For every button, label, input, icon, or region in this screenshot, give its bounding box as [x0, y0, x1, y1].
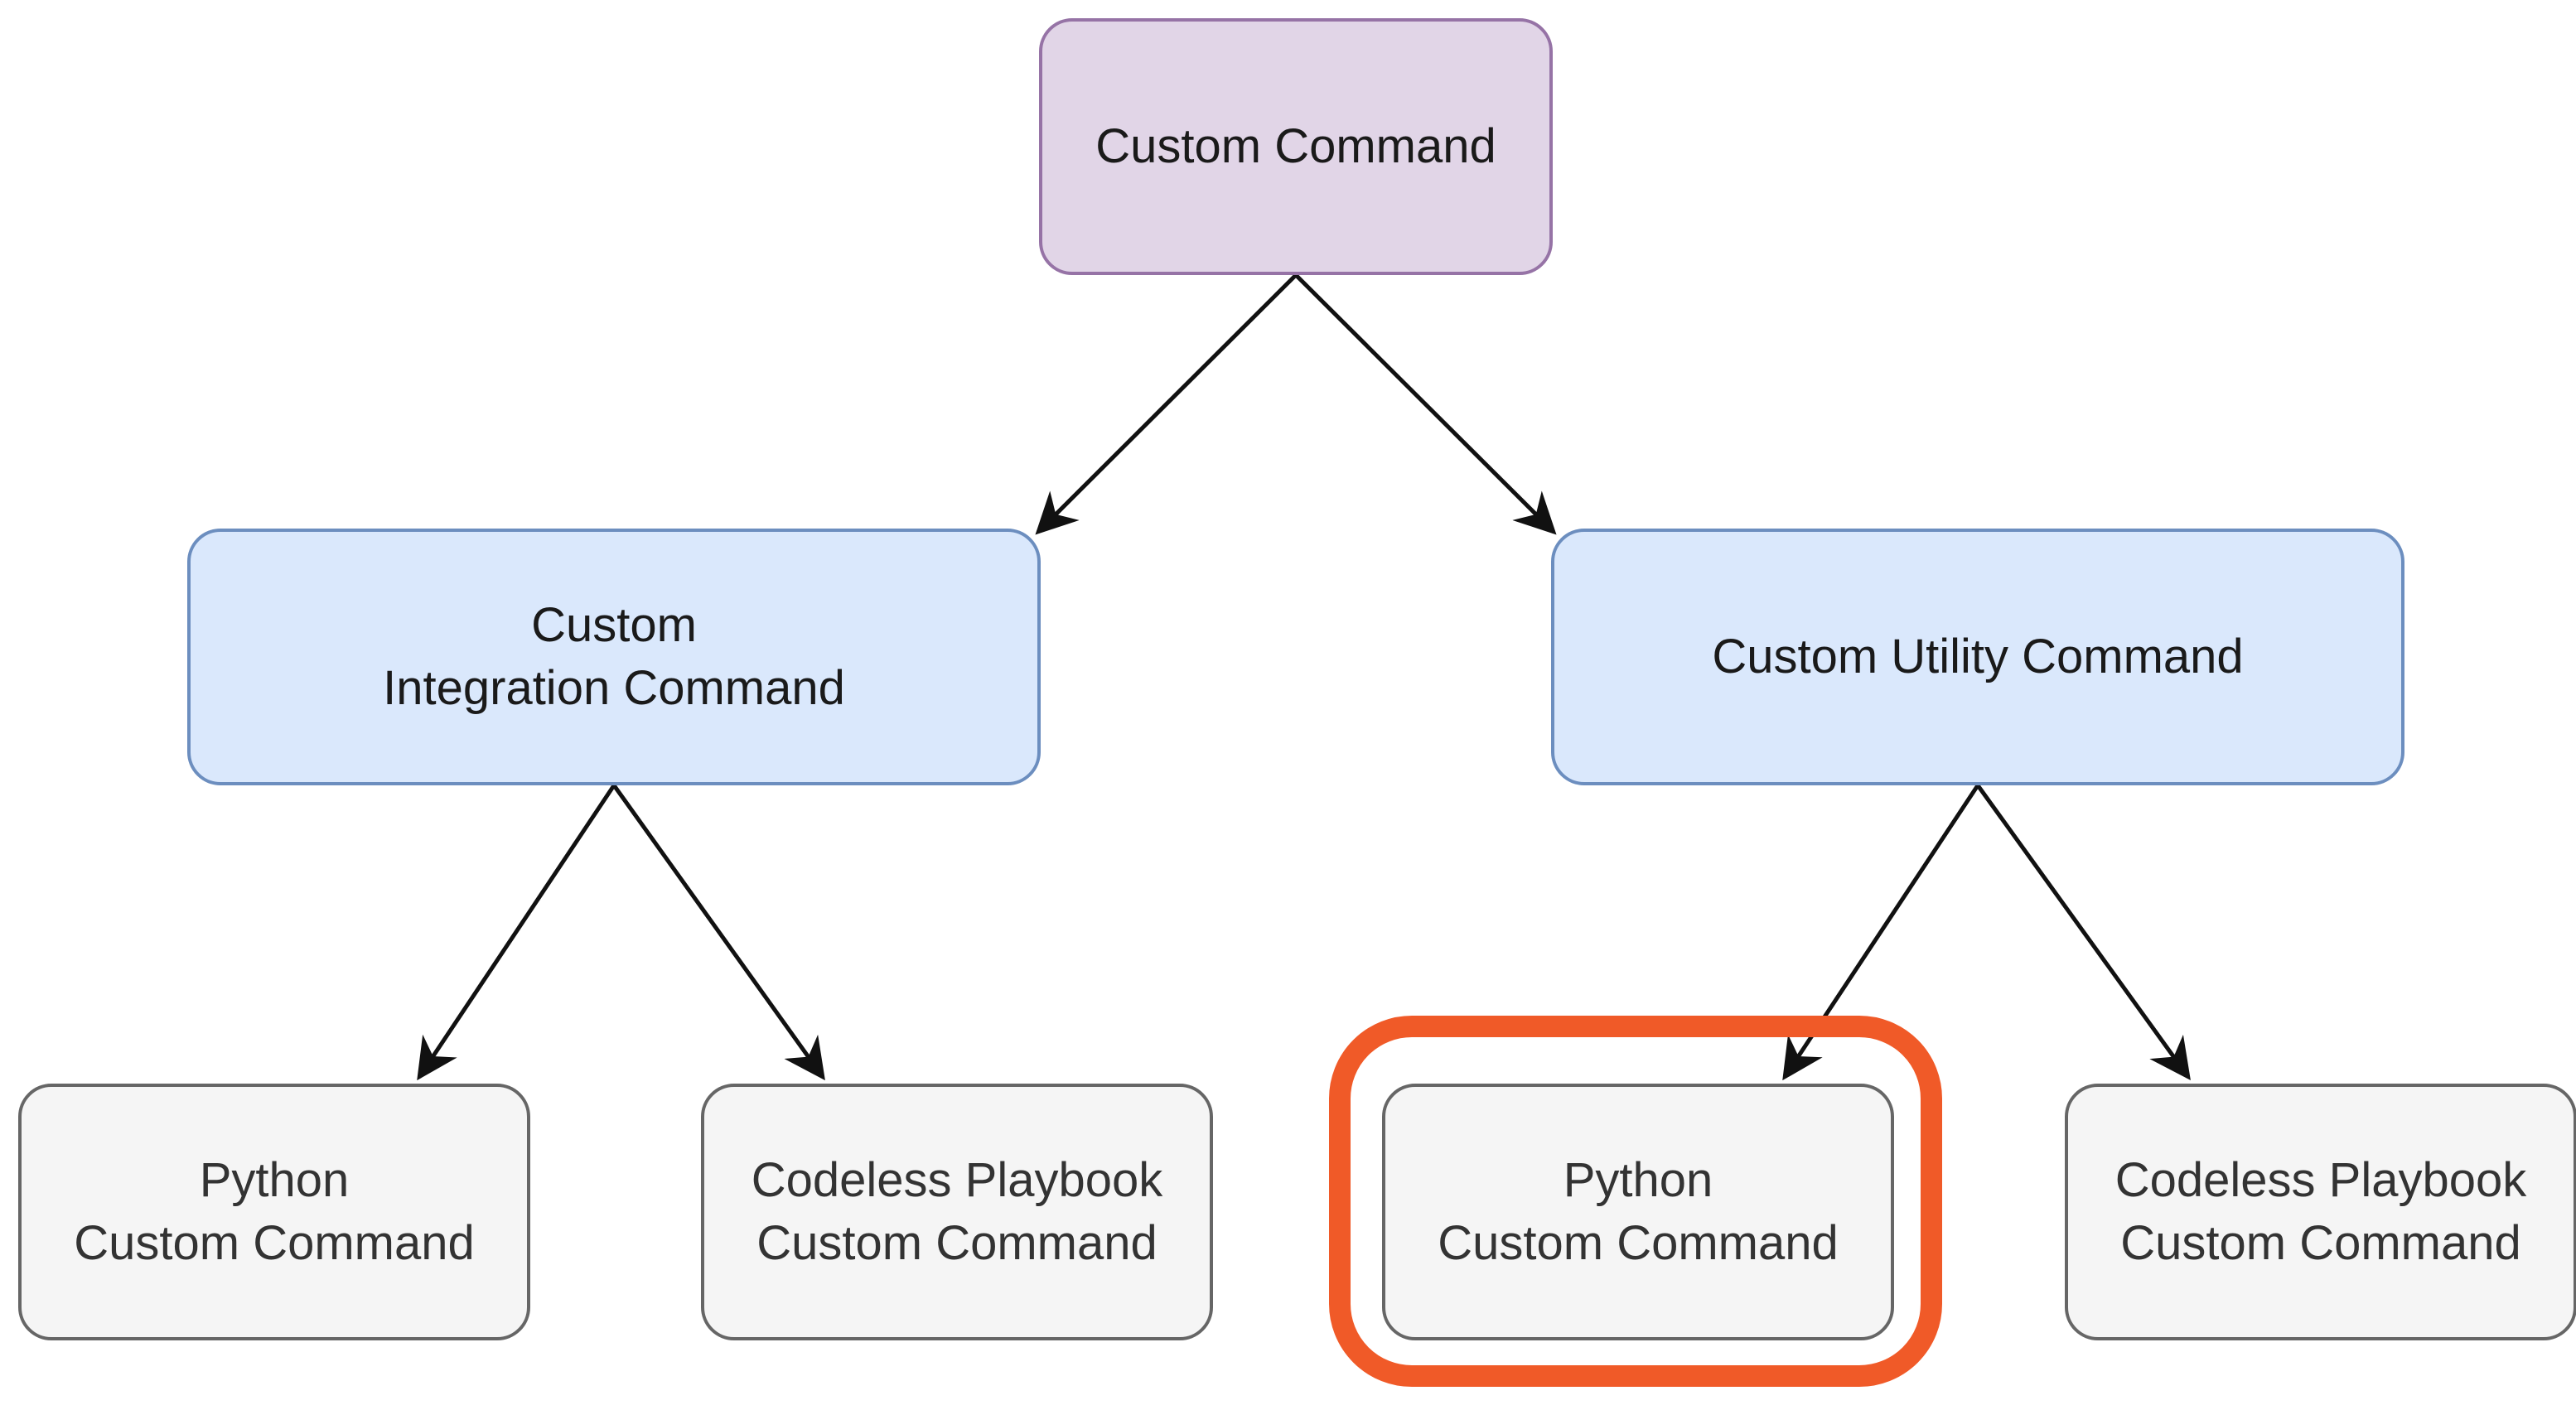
node-utility-python-custom-command: Python Custom Command	[1382, 1084, 1894, 1340]
node-integration-python-label: Python Custom Command	[74, 1153, 475, 1270]
node-custom-utility-command: Custom Utility Command	[1551, 529, 2404, 785]
edge-root-to-utility	[1294, 273, 1557, 535]
node-custom-integration-command-label: Custom Integration Command	[383, 598, 845, 715]
node-utility-codeless-playbook-custom-command: Codeless Playbook Custom Command	[2065, 1084, 2576, 1340]
node-custom-command-label: Custom Command	[1095, 119, 1496, 173]
node-utility-codeless-label: Codeless Playbook Custom Command	[2114, 1153, 2527, 1270]
node-custom-command: Custom Command	[1039, 18, 1553, 275]
node-integration-codeless-playbook-custom-command: Codeless Playbook Custom Command	[701, 1084, 1213, 1340]
node-utility-python-label: Python Custom Command	[1438, 1153, 1839, 1270]
edge-utility-to-utility_python	[1782, 784, 1980, 1081]
edge-integration-to-integration_codeless	[611, 784, 825, 1081]
edge-utility-to-utility_codeless	[1975, 784, 2191, 1081]
node-integration-python-custom-command: Python Custom Command	[18, 1084, 530, 1340]
edge-root-to-integration	[1035, 273, 1298, 535]
node-custom-utility-command-label: Custom Utility Command	[1712, 630, 2244, 683]
node-custom-integration-command: Custom Integration Command	[187, 529, 1041, 785]
edge-integration-to-integration_python	[417, 784, 616, 1081]
node-integration-codeless-label: Codeless Playbook Custom Command	[751, 1153, 1163, 1270]
